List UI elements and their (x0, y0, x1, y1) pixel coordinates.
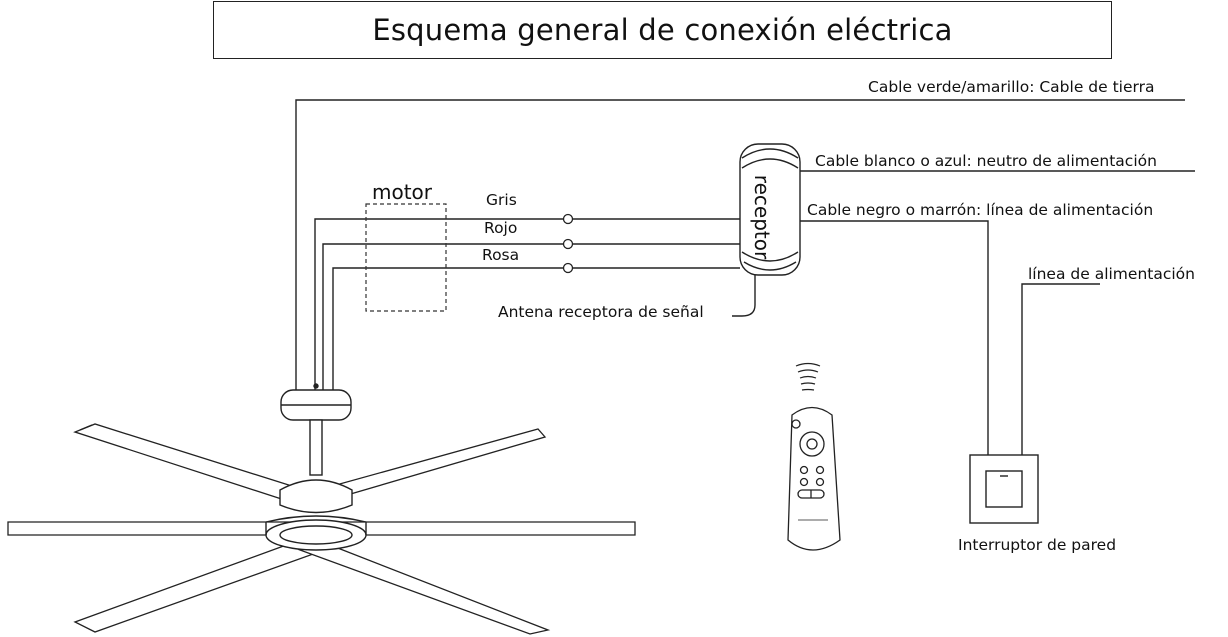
red-wire (322, 243, 740, 390)
connector-red (562, 238, 574, 250)
ground-wire (295, 99, 1185, 390)
line-cable-label: Cable negro o marrón: línea de alimentac… (807, 201, 1154, 219)
ground-cable-label: Cable verde/amarillo: Cable de tierra (868, 78, 1155, 96)
supply-line-wire (1021, 283, 1100, 455)
neutral-cable-label: Cable blanco o azul: neutro de alimentac… (815, 152, 1157, 170)
downrod (309, 419, 323, 476)
antenna-label: Antena receptora de señal (498, 303, 704, 321)
fan-motor-housing (265, 479, 367, 551)
wall-switch (969, 454, 1039, 524)
supply-line-label: línea de alimentación (1028, 265, 1195, 283)
receptor-label: receptor (750, 174, 775, 260)
fan-blades (7, 423, 636, 635)
title-box: Esquema general de conexión eléctrica (213, 1, 1112, 59)
connector-gray (562, 213, 574, 225)
motor-box (365, 203, 447, 312)
line-wire (800, 220, 989, 455)
wall-switch-label: Interruptor de pared (958, 536, 1117, 554)
ceiling-canopy (280, 383, 352, 421)
wire-pink-label: Rosa (482, 246, 520, 264)
receptor-unit (739, 143, 801, 276)
wire-red-label: Rojo (484, 219, 518, 237)
diagram-title: Esquema general de conexión eléctrica (372, 13, 953, 47)
motor-label: motor (372, 180, 433, 204)
connector-pink (562, 262, 574, 274)
wire-gray-label: Gris (486, 191, 517, 209)
antenna-wire (732, 275, 756, 317)
remote-control (787, 406, 841, 551)
pink-wire (332, 267, 740, 390)
gray-wire (314, 218, 740, 390)
signal-waves-icon (795, 362, 821, 391)
